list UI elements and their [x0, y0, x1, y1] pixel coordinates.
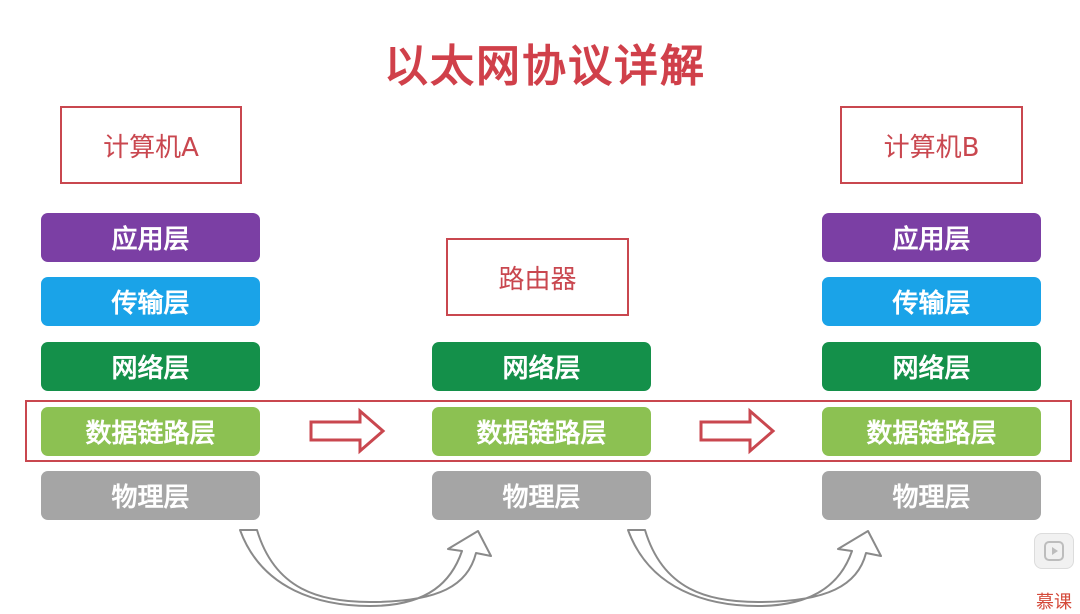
- computer-a-label: 计算机A: [60, 106, 242, 184]
- router-data-link-layer: 数据链路层: [432, 407, 651, 456]
- brand-logo-text: 慕课: [1036, 592, 1072, 613]
- router-network-layer: 网络层: [432, 342, 651, 391]
- video-play-button[interactable]: [1034, 533, 1074, 569]
- computer-b-data-link-layer: 数据链路层: [822, 407, 1041, 456]
- computer-a-transport-layer: 传输层: [41, 277, 260, 326]
- router-physical-layer: 物理层: [432, 471, 651, 520]
- page-title: 以太网协议详解: [384, 41, 706, 92]
- computer-b-application-layer: 应用层: [822, 213, 1041, 262]
- computer-a-application-layer: 应用层: [41, 213, 260, 262]
- computer-a-data-link-layer: 数据链路层: [41, 407, 260, 456]
- computer-b-label: 计算机B: [840, 106, 1023, 184]
- curved-up-arrow-icon: [239, 529, 492, 607]
- data-link-highlight: [25, 400, 1072, 462]
- play-icon: [1044, 541, 1064, 561]
- computer-b-transport-layer: 传输层: [822, 277, 1041, 326]
- computer-a-physical-layer: 物理层: [41, 471, 260, 520]
- computer-a-network-layer: 网络层: [41, 342, 260, 391]
- computer-b-network-layer: 网络层: [822, 342, 1041, 391]
- computer-b-physical-layer: 物理层: [822, 471, 1041, 520]
- router-label: 路由器: [446, 238, 629, 316]
- curved-up-arrow-icon: [627, 529, 882, 607]
